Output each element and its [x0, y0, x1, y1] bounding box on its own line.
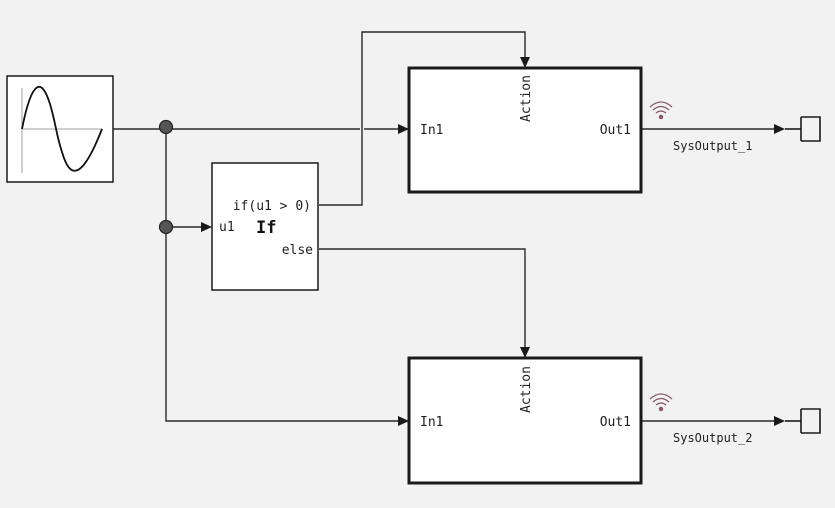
signal-logging-icon[interactable] [649, 393, 673, 412]
action-subsystem-1[interactable]: Action In1 Out1 [407, 66, 643, 194]
subsystem-1-action-port-label: Action [519, 75, 534, 122]
if-input-port-label: u1 [219, 220, 235, 235]
action-subsystem-2[interactable]: Action In1 Out1 [407, 356, 643, 485]
subsystem-2-action-port-label: Action [519, 366, 534, 413]
sine-wave-block[interactable] [6, 75, 114, 183]
signal-logging-icon[interactable] [649, 101, 673, 120]
output-terminator-1[interactable] [785, 116, 821, 142]
signal-name-output-2[interactable]: SysOutput_2 [673, 431, 752, 445]
if-condition-port-label: if(u1 > 0) [233, 199, 311, 214]
signal-lines [113, 31, 776, 422]
if-block[interactable]: if(u1 > 0) u1 If else [211, 162, 319, 291]
branch-point-2[interactable] [158, 219, 174, 235]
subsystem-1-out-port-label: Out1 [600, 123, 631, 138]
branch-point-1[interactable] [158, 119, 174, 135]
subsystem-2-in-port-label: In1 [420, 415, 443, 430]
sine-wave-icon [21, 85, 103, 173]
signal-name-output-1[interactable]: SysOutput_1 [673, 139, 752, 153]
if-block-name: If [256, 218, 276, 238]
arrowheads [201, 57, 785, 426]
subsystem-1-in-port-label: In1 [420, 123, 443, 138]
if-else-port-label: else [282, 243, 313, 258]
subsystem-2-out-port-label: Out1 [600, 415, 631, 430]
output-terminator-2[interactable] [785, 408, 821, 434]
